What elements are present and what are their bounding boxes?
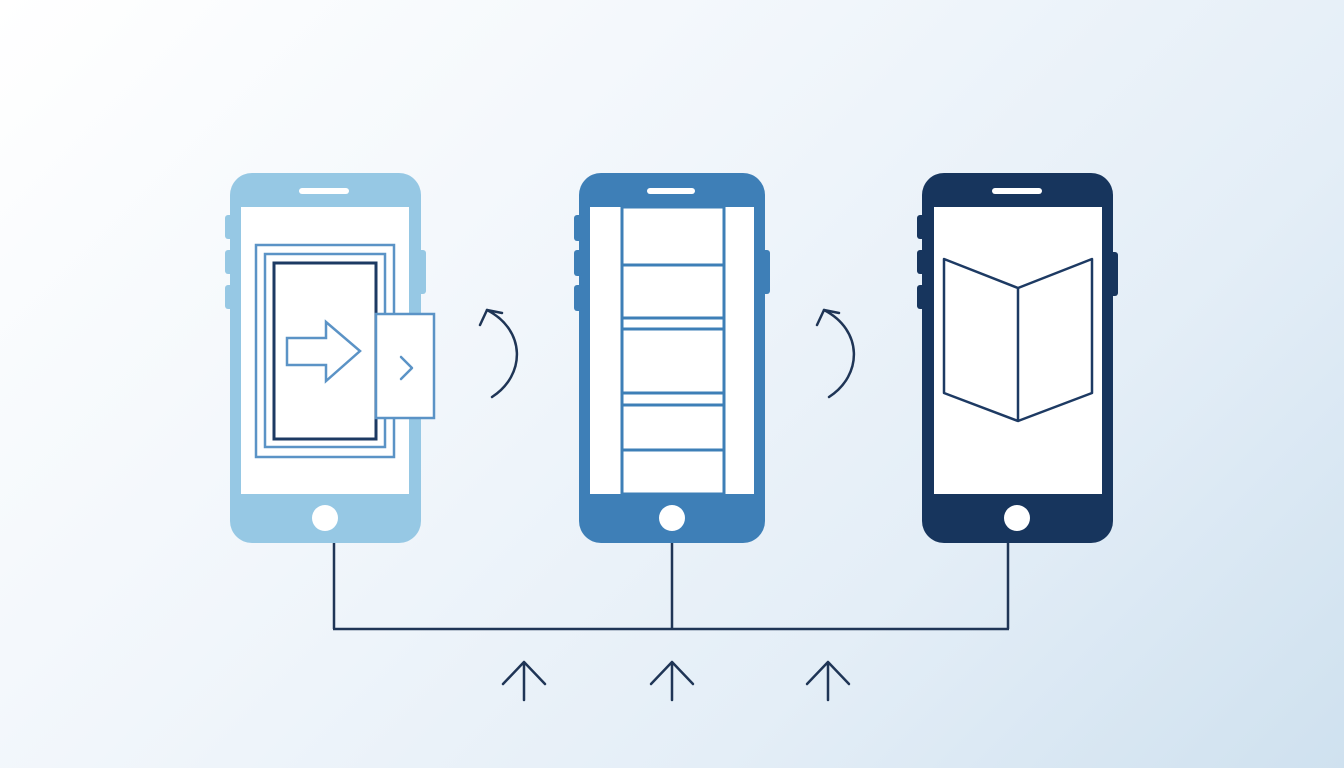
up-arrow-icon: [501, 660, 547, 702]
carousel-next-card: [374, 312, 436, 420]
phone-left-side-button-3: [225, 285, 233, 309]
phone-left-side-button-1: [225, 215, 233, 239]
chevron-right-icon: [399, 355, 414, 381]
open-book-icon: [942, 257, 1094, 423]
up-arrow-icon: [649, 660, 695, 702]
scroll-list-card: [620, 327, 726, 395]
phone-right-side-button-3: [917, 285, 925, 309]
phone-left-speaker: [299, 188, 349, 194]
slide-right-arrow-icon: [285, 319, 362, 384]
phone-left-home-button: [312, 505, 338, 531]
phone-middle-speaker: [647, 188, 695, 194]
curved-arrow-1-path: [485, 308, 519, 399]
phone-right-side-button-right: [1110, 252, 1118, 296]
curved-arrow-1-head: [478, 308, 504, 327]
up-arrow-2: [649, 660, 695, 702]
curved-arrow-icon: [478, 308, 519, 399]
phone-left: [225, 173, 436, 543]
vertical-scroll-list-icon: [620, 205, 726, 496]
phone-left-side-button-2: [225, 250, 233, 274]
up-arrow-icon: [805, 660, 851, 702]
phone-middle-side-button-1: [574, 215, 582, 241]
phone-middle-side-button-right: [762, 250, 770, 294]
phone-middle: [574, 173, 770, 543]
phone-right-side-button-1: [917, 215, 925, 239]
carousel-slide-icon: [254, 243, 436, 459]
curved-arrow-2-path: [822, 308, 856, 399]
phone-middle-side-button-3: [574, 285, 582, 311]
phone-middle-screen: [590, 207, 754, 494]
curved-arrow-2-head: [815, 308, 841, 327]
phone-middle-side-button-2: [574, 250, 582, 276]
phone-right-home-button: [1004, 505, 1030, 531]
connector-lines: [332, 543, 1010, 631]
up-arrow-3: [805, 660, 851, 702]
phone-left-side-button-right: [418, 250, 426, 294]
curved-arrow-icon: [815, 308, 856, 399]
phone-middle-home-button: [659, 505, 685, 531]
phone-right-side-button-2: [917, 250, 925, 274]
book-right-page: [1017, 257, 1094, 423]
phone-right: [917, 173, 1118, 543]
up-arrow-1: [501, 660, 547, 702]
phone-right-speaker: [992, 188, 1042, 194]
